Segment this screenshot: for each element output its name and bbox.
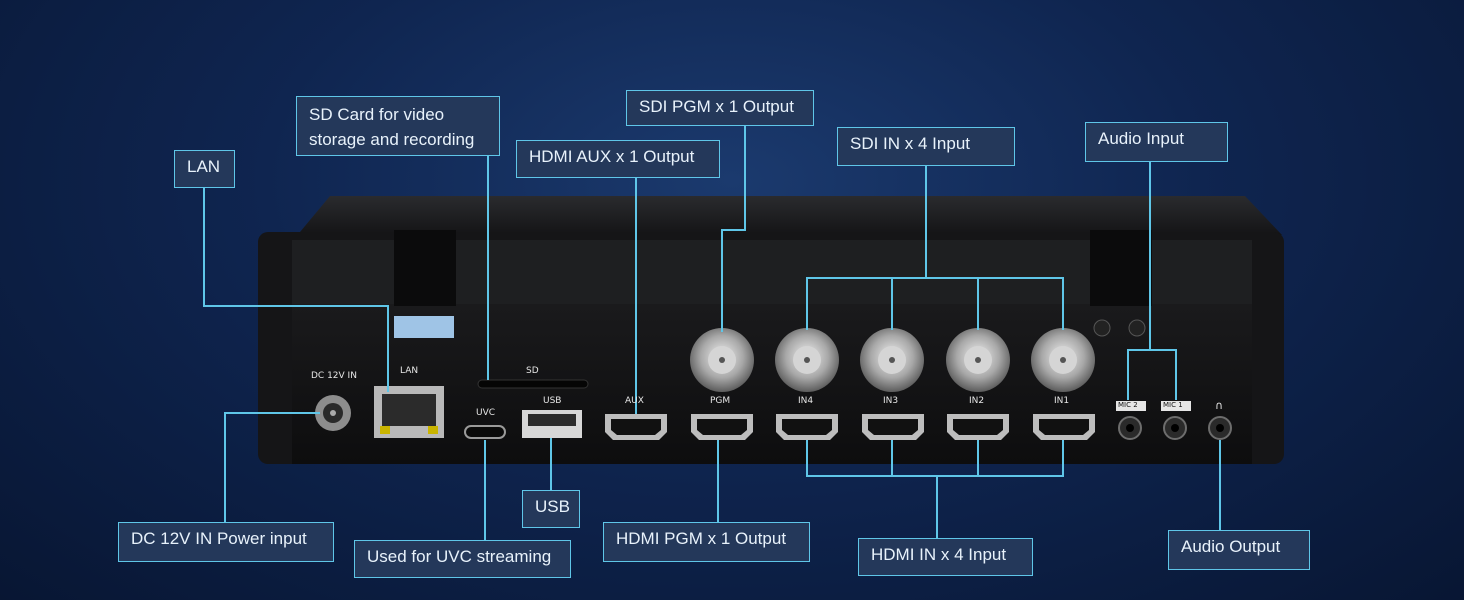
uvc-port-label: UVC (476, 408, 496, 418)
callout-dc-power: DC 12V IN Power input (118, 522, 334, 562)
pgm-port-label: PGM (710, 396, 731, 406)
callout-uvc: Used for UVC streaming (354, 540, 571, 578)
mic1-port-label: MIC 1 (1163, 401, 1183, 409)
bnc-in3 (860, 328, 924, 392)
mic2-port-label: MIC 2 (1118, 401, 1138, 409)
callout-audio-input: Audio Input (1085, 122, 1228, 162)
hdmi-pgm (691, 414, 753, 440)
callout-audio-output: Audio Output (1168, 530, 1310, 570)
hdmi-in1 (1033, 414, 1095, 440)
hdmi-in4 (776, 414, 838, 440)
audio-jack-headphone (1208, 416, 1232, 440)
dc-port-label: DC 12V IN (311, 371, 357, 381)
bnc-in4 (775, 328, 839, 392)
device-top (300, 196, 1282, 235)
lan-port-label: LAN (400, 366, 419, 376)
bracket-right (1090, 230, 1152, 306)
callout-sdi-in: SDI IN x 4 Input (837, 127, 1015, 166)
bracket-left (394, 230, 456, 306)
callout-hdmi-aux: HDMI AUX x 1 Output (516, 140, 720, 178)
in1-port-label: IN1 (1054, 396, 1070, 406)
audio-jack-mic1 (1163, 416, 1187, 440)
bnc-in1 (1031, 328, 1095, 392)
bnc-pgm (690, 328, 754, 392)
bnc-in2 (946, 328, 1010, 392)
callout-hdmi-pgm: HDMI PGM x 1 Output (603, 522, 810, 562)
callout-sd-card-line2: storage and recording (309, 130, 475, 149)
mic1-badge (1161, 401, 1191, 411)
sd-slot (477, 379, 589, 389)
leader-lines (203, 126, 1221, 540)
audio-jack-mic2 (1118, 416, 1142, 440)
mic2-badge (1116, 401, 1146, 411)
usb-port-label: USB (543, 396, 562, 406)
sd-port-label: SD (526, 366, 539, 376)
usbc-port (464, 425, 506, 439)
headphone-icon: ∩ (1215, 399, 1224, 412)
callout-sdi-pgm: SDI PGM x 1 Output (626, 90, 814, 126)
in3-port-label: IN3 (883, 396, 899, 406)
label-sticker (394, 316, 454, 338)
aux-port-label: AUX (625, 396, 644, 406)
hdmi-in2 (947, 414, 1009, 440)
callout-hdmi-in: HDMI IN x 4 Input (858, 538, 1033, 576)
callout-lan: LAN (174, 150, 235, 188)
callout-sd-card-line1: SD Card for video (309, 105, 445, 124)
hdmi-in3 (862, 414, 924, 440)
callout-usb: USB (522, 490, 580, 528)
in2-port-label: IN2 (969, 396, 985, 406)
callout-sd-card: SD Card for video storage and recording (296, 96, 500, 156)
hdmi-aux (605, 414, 667, 440)
in4-port-label: IN4 (798, 396, 814, 406)
